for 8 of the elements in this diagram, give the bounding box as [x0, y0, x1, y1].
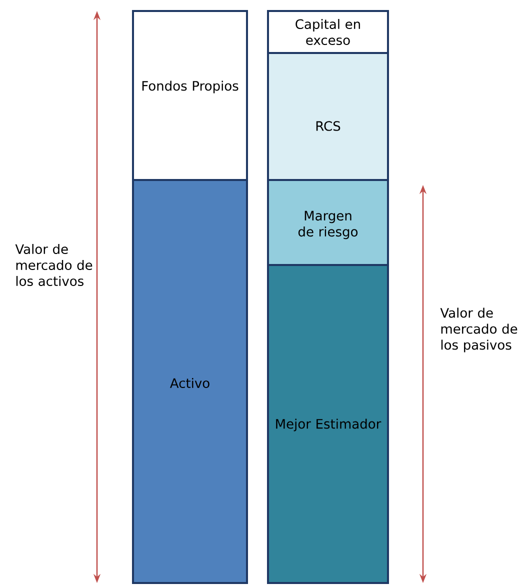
- block: Mejor Estimador: [267, 264, 389, 584]
- block: Capital en exceso: [267, 10, 389, 54]
- axis-label: Valor de mercado de los activos: [15, 244, 92, 286]
- block: RCS: [267, 52, 389, 181]
- axis-label: Valor de mercado de los pasivos: [440, 308, 518, 352]
- block: Fondos Propios: [132, 10, 248, 181]
- block: Margen de riesgo: [267, 179, 389, 266]
- block: Activo: [132, 179, 248, 584]
